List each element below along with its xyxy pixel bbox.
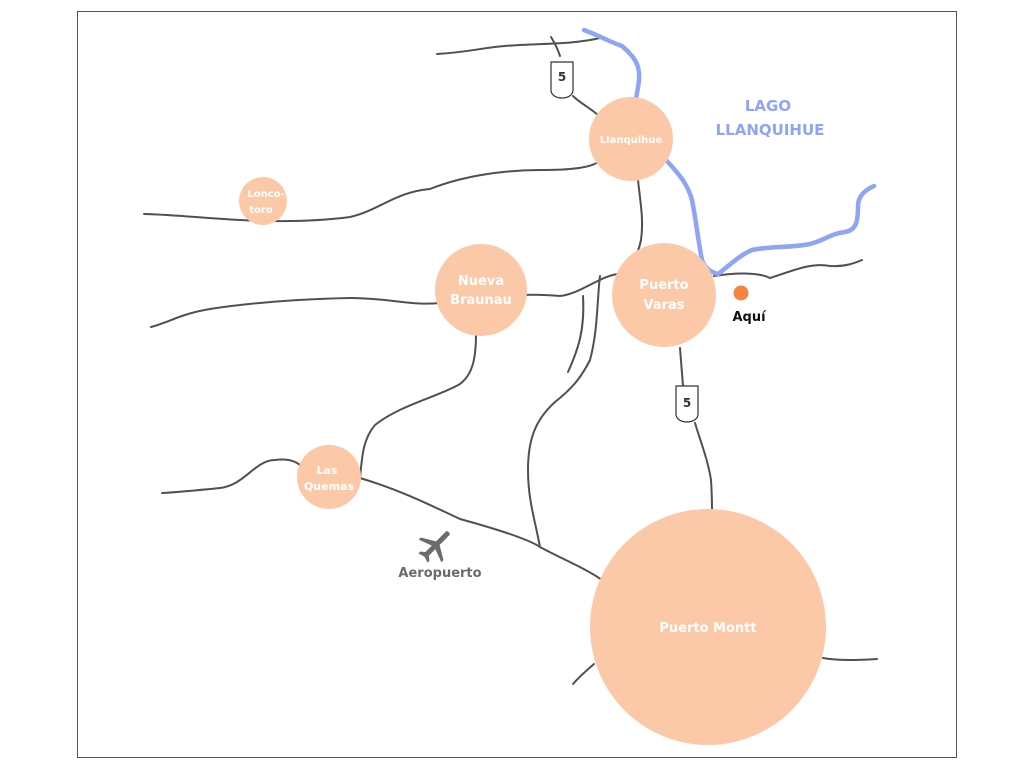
city-label-loncotoro-1: Lonco-: [247, 189, 284, 200]
lake-label-line-2: LLANQUIHUE: [716, 121, 825, 139]
roads: [143, 36, 878, 685]
road-east: [713, 259, 863, 279]
road-center-south-2: [567, 295, 585, 373]
road-route5-north: [550, 36, 599, 116]
lake-label-line-1: LAGO: [745, 97, 791, 115]
highway-shield-south: 5: [675, 385, 699, 423]
city-label-puerto-varas-2: Varas: [643, 298, 684, 313]
you-are-here-label: Aquí: [732, 310, 767, 325]
route-5-shield-icon: [550, 61, 574, 99]
airplane-icon: [418, 531, 450, 563]
road-north-west: [436, 37, 601, 55]
airport[interactable]: Aeropuerto: [398, 521, 482, 581]
city-label-nueva-braunau-2: Braunau: [450, 293, 512, 308]
city-label-llanquihue: Llanquihue: [600, 135, 663, 146]
route-5-number-south: 5: [683, 396, 691, 410]
city-label-las-quemas-2: Quemas: [304, 480, 355, 493]
city-loncotoro[interactable]: [239, 177, 287, 225]
city-las-quemas[interactable]: [297, 445, 361, 509]
cities: [239, 97, 826, 745]
road-west-main: [150, 273, 619, 328]
river: [581, 27, 877, 277]
airport-label: Aeropuerto: [398, 566, 481, 581]
route-5-shield-icon: [675, 385, 699, 423]
road-center-south-1: [527, 275, 601, 548]
city-label-las-quemas-1: Las: [317, 464, 338, 477]
city-puerto-varas[interactable]: [612, 243, 716, 347]
map-frame: [77, 11, 957, 758]
road-loncotoro: [143, 161, 599, 222]
road-braunau-quemas: [359, 333, 477, 479]
road-quemas-montt: [359, 477, 603, 581]
city-llanquihue[interactable]: [589, 97, 673, 181]
road-montt-east: [822, 657, 878, 661]
road-quemas-west: [161, 458, 304, 494]
you-are-here[interactable]: Aquí: [732, 285, 767, 326]
lake-label: LAGO LLANQUIHUE: [716, 97, 825, 139]
city-label-puerto-varas-1: Puerto: [639, 278, 688, 293]
route-5-number-north: 5: [558, 70, 566, 84]
city-label-loncotoro-2: toro: [249, 205, 273, 216]
you-are-here-dot[interactable]: [733, 285, 749, 301]
city-puerto-montt[interactable]: [590, 509, 826, 745]
city-label-nueva-braunau-1: Nueva: [458, 274, 504, 289]
road-montt-west: [572, 663, 595, 685]
city-label-puerto-montt: Puerto Montt: [659, 621, 756, 636]
city-labels: Llanquihue Lonco- toro Nueva Braunau Pue…: [247, 135, 756, 636]
highway-shield-north: 5: [550, 61, 574, 99]
road-route5-south: [679, 347, 713, 513]
city-nueva-braunau[interactable]: [435, 244, 527, 336]
